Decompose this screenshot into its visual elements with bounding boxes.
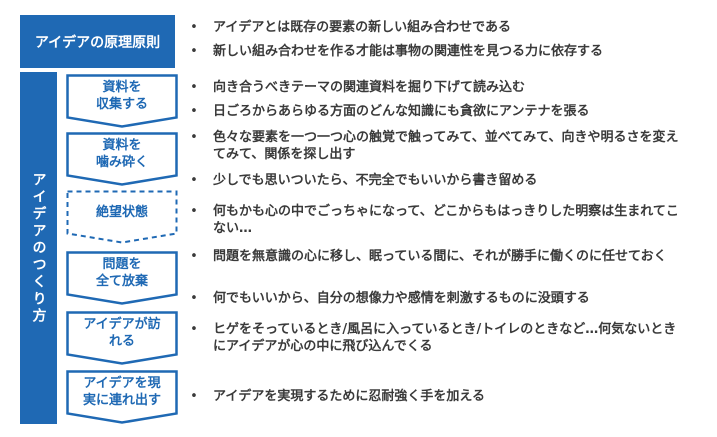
principles-heading: アイデアの原理原則 — [20, 15, 175, 68]
step-digest-materials: 資料を 噛み砕く — [66, 132, 178, 186]
bullet-text: 向き合うべきテーマの関連資料を掘り下げて読み込む — [213, 80, 526, 95]
bullet-dot: • — [190, 291, 198, 306]
bullet-dot: • — [190, 389, 198, 404]
step-chevron-shape-dashed — [66, 190, 178, 244]
bullet-dot: • — [190, 204, 198, 219]
bullet-text: 何でもいいから、自分の想像力や感情を刺激するものに没頭する — [213, 291, 590, 306]
bullet-text: ヒゲをそっているとき/風呂に入っているとき/トイレのときなど…何気ないときにアイ… — [213, 322, 677, 354]
bullet-dot: • — [190, 322, 198, 337]
principles-heading-label: アイデアの原理原則 — [34, 34, 161, 51]
step-label: 問題を 全て放棄 — [95, 257, 148, 289]
method-side-label-text: アイデアのつくり方 — [30, 171, 47, 325]
step-collect-materials: 資料を 収集する — [66, 74, 178, 128]
bullet-dot: • — [190, 44, 198, 59]
bullet-text: 色々な要素を一つ一つ心の触覚で触ってみて、並べてみて、向きや明るさを変えてみて、… — [213, 130, 679, 162]
bullet-text: 問題を無意識の心に移し、眠っている間に、それが勝手に働くのに任せておく — [213, 249, 667, 264]
bullet-text: アイデアを実現するために忍耐強く手を加える — [213, 389, 485, 404]
step-chevron-shape — [66, 311, 178, 365]
step-label: アイデアが訪 れる — [83, 317, 161, 349]
step-chevron-shape — [66, 74, 178, 128]
bullet-text: 少しでも思いついたら、不完全でもいいから書き留める — [213, 173, 538, 188]
bullet-dot: • — [190, 104, 198, 119]
step-chevron-shape — [66, 132, 178, 186]
bullet-dot: • — [190, 80, 198, 95]
step-realize-idea: アイデアを現 実に連れ出す — [66, 370, 178, 424]
step-label: アイデアを現 実に連れ出す — [82, 376, 161, 408]
step-label: 絶望状態 — [95, 204, 148, 220]
bullet-dot: • — [190, 173, 198, 188]
principle-text-2: 新しい組み合わせを作る才能は事物の関連性を見つる力に依存する — [213, 44, 604, 59]
bullet-dot: • — [190, 249, 198, 264]
step-idea-arrives: アイデアが訪 れる — [66, 311, 178, 365]
bullet-dot: • — [190, 20, 198, 35]
principle-text-1: アイデアとは既存の要素の新しい組み合わせである — [213, 20, 511, 35]
bullet-dot: • — [190, 130, 198, 145]
bullet-text: 日ごろからあらゆる方面のどんな知識にも貪欲にアンテナを張る — [213, 104, 590, 119]
method-side-label: アイデアのつくり方 — [20, 72, 57, 424]
step-chevron-shape — [66, 370, 178, 424]
bullet-text: 何もかも心の中でごっちゃになって、どこからもはっきりした明察は生まれてこない… — [213, 204, 679, 236]
step-label: 資料を 収集する — [95, 80, 148, 112]
step-chevron-shape — [66, 251, 178, 305]
step-despair: 絶望状態 — [66, 190, 178, 244]
step-label: 資料を 噛み砕く — [95, 138, 148, 170]
step-abandon-problem: 問題を 全て放棄 — [66, 251, 178, 305]
